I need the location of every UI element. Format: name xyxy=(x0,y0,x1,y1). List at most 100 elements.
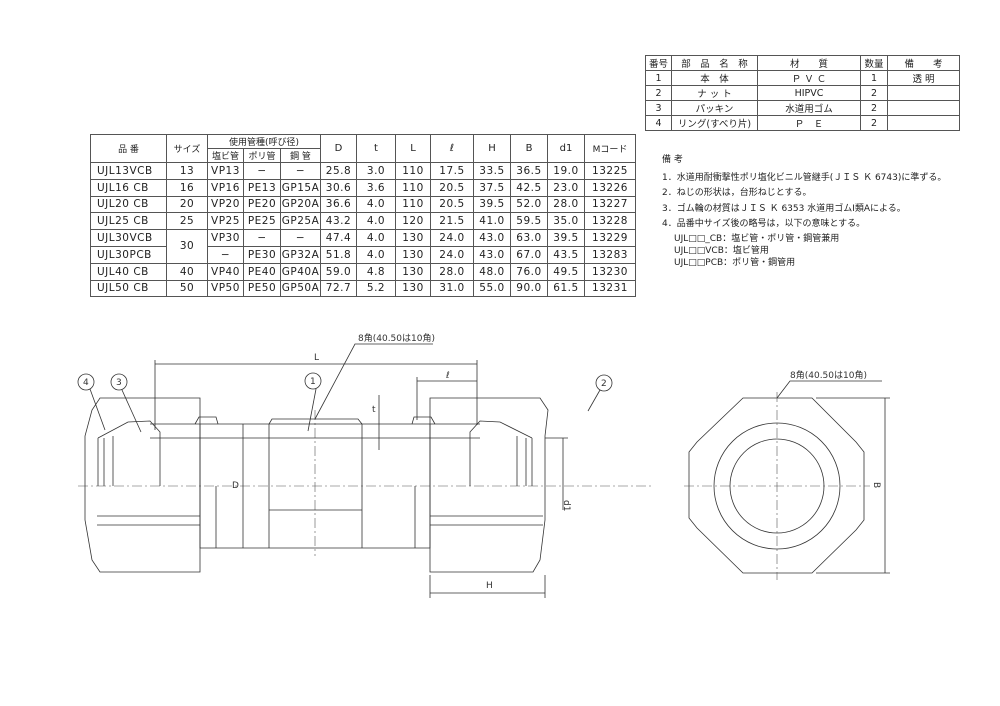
cell xyxy=(887,115,960,131)
note-sub-item: UJL□□VCB：塩ビ管用 xyxy=(674,245,769,256)
cell-D: 72.7 xyxy=(320,279,357,298)
hex-note-front: 8角(40.50は10角) xyxy=(790,369,867,381)
cell-size: 30 xyxy=(166,229,208,264)
cell-pvc: VP50 xyxy=(207,279,244,298)
front-dim-lines xyxy=(776,380,890,574)
cell-t: 4.0 xyxy=(356,212,396,231)
note-sub-item: UJL□□_CB：塩ビ管・ポリ管・鋼管兼用 xyxy=(674,233,840,244)
cell-t: 3.6 xyxy=(356,178,396,197)
cell-L: 110 xyxy=(395,178,431,197)
cell-L: 130 xyxy=(395,279,431,298)
cell-t: 5.2 xyxy=(356,279,396,298)
cell-D: 36.6 xyxy=(320,195,357,214)
svg-text:1: 1 xyxy=(310,377,316,387)
cell-poly: PE50 xyxy=(243,279,281,298)
cell-B: 36.5 xyxy=(510,162,548,180)
cell-poly: PE30 xyxy=(243,245,281,264)
header-H: H xyxy=(473,134,511,163)
note-item: 3．ゴム輪の材質はＪＩＳ Ｋ 6353 水道用ゴムⅠ類Aによる。 xyxy=(662,203,906,214)
cell-part_no: UJL16 CB xyxy=(90,178,167,197)
header-poly: ポリ管 xyxy=(243,148,281,163)
svg-text:4: 4 xyxy=(83,378,89,388)
cell-B: 90.0 xyxy=(510,279,548,298)
cell-l: 28.0 xyxy=(430,262,474,281)
cell-H: 43.0 xyxy=(473,229,511,247)
dim-H: H xyxy=(486,581,493,591)
cell-L: 110 xyxy=(395,195,431,214)
header-mcode: Mコード xyxy=(584,134,636,163)
cell-mcode: 13229 xyxy=(584,229,636,247)
note-sub-item: UJL□□PCB：ポリ管・鋼管用 xyxy=(674,257,796,268)
hex-leader xyxy=(314,343,433,420)
dim-D: D xyxy=(232,481,239,491)
header-part-no: 品 番 xyxy=(90,134,167,163)
cell-H: 39.5 xyxy=(473,195,511,214)
svg-text:3: 3 xyxy=(116,378,122,388)
cell-L: 130 xyxy=(395,229,431,247)
cell-H: 48.0 xyxy=(473,262,511,281)
cell-size: 50 xyxy=(166,279,208,298)
cell-L: 130 xyxy=(395,245,431,264)
dimension-lines xyxy=(154,360,886,598)
spec-header-row: 品 番 サイズ 使用管種(呼び径) D t L ℓ H B d1 Mコード xyxy=(90,134,636,163)
balloon-4: 4 xyxy=(77,373,106,431)
notes: 備 考 1．水道用耐衝撃性ポリ塩化ビニル管継手(ＪＩＳ Ｋ 6743)に準ずる。… xyxy=(662,153,946,269)
hex-note: 8角(40.50は10角) xyxy=(358,332,435,344)
note-item: 1．水道用耐衝撃性ポリ塩化ビニル管継手(ＪＩＳ Ｋ 6743)に準ずる。 xyxy=(662,172,947,183)
note-item: 2．ねじの形状は，台形ねじとする。 xyxy=(662,188,812,199)
cell-H: 41.0 xyxy=(473,212,511,231)
cell-d1: 61.5 xyxy=(547,279,585,298)
spec-subheader-row: 塩ビ管 ポリ管 鋼 管 xyxy=(91,148,636,163)
header-L: L xyxy=(395,134,431,163)
cell-pvc: VP20 xyxy=(207,195,244,214)
side-view: 8角(40.50は10角) L ℓ t D d1 H 4 3 1 2 xyxy=(77,332,886,598)
svg-text:2: 2 xyxy=(601,379,607,389)
header-t: t xyxy=(356,134,396,163)
cell-size: 20 xyxy=(166,195,208,214)
cell-part_no: UJL50 CB xyxy=(90,279,167,298)
front-view: 8角(40.50は10角) B xyxy=(684,369,890,580)
dim-d1: d1 xyxy=(561,500,571,511)
dim-t: t xyxy=(372,405,376,415)
octagon-nut xyxy=(688,397,865,574)
cell: 2 xyxy=(860,115,888,131)
cell-part_no: UJL40 CB xyxy=(90,262,167,281)
cell-B: 52.0 xyxy=(510,195,548,214)
packing-left xyxy=(97,420,161,486)
balloon-3: 3 xyxy=(110,373,142,433)
note-item: 4．品番中サイズ後の略号は，以下の意味とする。 xyxy=(662,219,866,230)
cell-l: 20.5 xyxy=(430,195,474,214)
cell-mcode: 13225 xyxy=(584,162,636,180)
spec-table: 品 番 サイズ 使用管種(呼び径) D t L ℓ H B d1 Mコード 塩ビ… xyxy=(90,134,636,298)
balloon-2: 2 xyxy=(587,374,613,412)
header-B: B xyxy=(510,134,548,163)
cell-mcode: 13231 xyxy=(584,279,636,298)
notes-title: 備 考 xyxy=(662,155,683,165)
dim-L: L xyxy=(314,353,319,363)
cell-pvc: VP16 xyxy=(207,178,244,197)
cell-d1: 43.5 xyxy=(547,245,585,264)
nut-right xyxy=(429,397,549,573)
dim-l: ℓ xyxy=(445,371,450,381)
cell-steel: GP25A xyxy=(280,212,321,231)
packing-right xyxy=(469,420,533,486)
parts-header-row: 番号 部 品 名 称 材 質 数量 備 考 xyxy=(645,55,960,71)
cell-l: 20.5 xyxy=(430,178,474,197)
header-steel: 鋼 管 xyxy=(280,148,321,163)
cell-poly: PE25 xyxy=(243,212,281,231)
cell-B: 76.0 xyxy=(510,262,548,281)
dim-B: B xyxy=(871,482,881,488)
cell-mcode: 13283 xyxy=(584,245,636,264)
